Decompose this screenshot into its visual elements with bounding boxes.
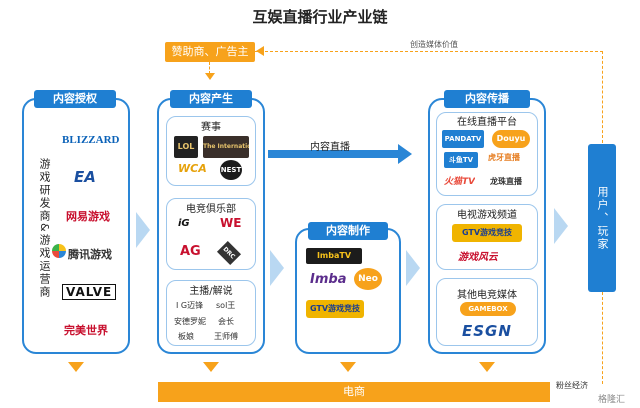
create-value-label: 创造媒体价值 — [410, 40, 458, 49]
lol-logo: LOL — [174, 136, 198, 158]
hosts-label: 主播/解说 — [189, 286, 233, 297]
gamebox-logo: GAMEBOX — [460, 302, 516, 316]
tv-channels-label: 电视游戏频道 — [457, 210, 517, 221]
hosts-box — [166, 280, 256, 346]
live-platforms-label: 在线直播平台 — [457, 117, 517, 128]
clubs-box — [166, 198, 256, 270]
down-arrow-making — [340, 362, 356, 372]
wca-logo: WCA — [178, 162, 207, 175]
host-name: 王师傅 — [214, 332, 238, 341]
ea-logo: EA — [74, 168, 96, 186]
valve-logo: VALVE — [62, 284, 117, 300]
watermark: 格隆汇 — [598, 395, 626, 405]
down-arrow-production — [203, 362, 219, 372]
longzhu-logo: 龙珠直播 — [490, 177, 522, 186]
fans-economy-label: 粉丝经济 — [556, 381, 588, 390]
we-logo: WE — [220, 216, 242, 230]
imbatv-logo: ImbaTV — [306, 248, 362, 264]
distribution-header: 内容传播 — [444, 90, 530, 108]
other-media-label: 其他电竞媒体 — [457, 290, 517, 301]
host-name: 会长 — [218, 317, 234, 326]
events-label: 赛事 — [201, 122, 221, 133]
sponsor-down-arrow — [204, 62, 216, 82]
ag-logo: AG — [180, 244, 201, 259]
page-title: 互娱直播行业产业链 — [252, 8, 388, 26]
nest-logo: NEST — [220, 160, 242, 180]
perfect-world-logo: 完美世界 — [64, 324, 108, 337]
host-name: 安德罗妮 — [174, 317, 206, 326]
making-header: 内容制作 — [308, 222, 388, 240]
value-loop-arrowhead — [256, 46, 264, 56]
live-stream-arrow-shaft — [268, 150, 398, 158]
game-fengyun-logo: 游戏风云 — [458, 252, 498, 263]
gtv-channel-logo: GTV游戏竞技 — [452, 224, 522, 242]
tencent-games-logo: 腾讯游戏 — [68, 248, 112, 261]
ecommerce-bar: 电商 — [158, 382, 550, 402]
fans-economy-line — [602, 292, 603, 384]
host-name: 板娘 — [178, 332, 194, 341]
down-arrow-licensing — [68, 362, 84, 372]
making-panel — [295, 228, 401, 354]
arrow-making-to-distribution — [406, 250, 420, 286]
users-box — [588, 144, 616, 292]
clubs-label: 电竞俱乐部 — [186, 204, 236, 215]
arrow-production-to-making — [270, 250, 284, 286]
production-header: 内容产生 — [170, 90, 252, 108]
tencent-games-icon — [52, 244, 66, 258]
value-loop-line — [255, 51, 603, 52]
value-loop-vertical — [602, 51, 603, 143]
live-stream-label: 内容直播 — [310, 142, 350, 153]
douyutv-logo: 斗鱼TV — [444, 152, 478, 168]
host-name: I G迈锋 — [176, 301, 204, 310]
arrow-licensing-to-production — [136, 212, 150, 248]
down-arrow-distribution — [479, 362, 495, 372]
imba-logo: Imba — [310, 272, 347, 287]
gtv-logo: GTV游戏竞技 — [306, 300, 364, 318]
live-stream-arrowhead — [398, 144, 412, 164]
netease-logo: 网易游戏 — [66, 210, 110, 223]
blizzard-logo: BLIZZARD — [62, 134, 120, 146]
sponsor-box: 赞助商、广告主 — [165, 42, 255, 62]
arrow-distribution-to-users — [554, 208, 568, 244]
esgn-logo: ESGN — [462, 322, 512, 340]
huya-logo: 虎牙直播 — [488, 153, 520, 162]
licensing-panel — [22, 98, 130, 354]
pandatv-logo: PANDATV — [442, 130, 484, 148]
huomaotv-logo: 火猫TV — [444, 177, 476, 187]
licensing-header: 内容授权 — [34, 90, 116, 108]
host-name: sol王 — [216, 301, 236, 310]
developer-operator-label: 游戏研发商&游戏运营商 — [38, 158, 51, 299]
douyu-logo: Douyu — [492, 130, 530, 148]
users-label: 用户、玩家 — [596, 186, 609, 251]
the-international-logo: The International — [203, 136, 249, 158]
ig-logo: iG — [178, 218, 190, 229]
neo-logo: Neo — [354, 268, 382, 290]
